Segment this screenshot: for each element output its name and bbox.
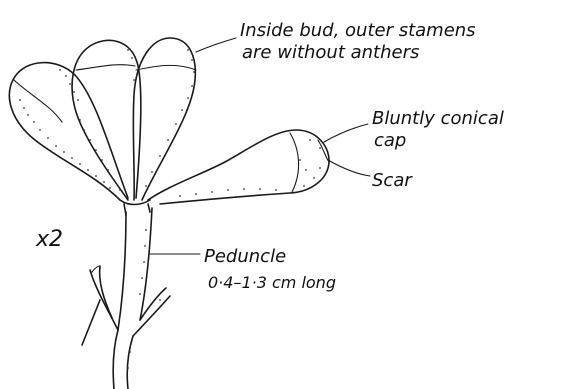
label-cap-line-1: Bluntly conical <box>372 108 504 129</box>
bud-left <box>9 63 128 200</box>
leader-line-bud <box>196 38 236 52</box>
label-peduncle-line-2: 0·4–1·3 cm long <box>208 273 336 292</box>
label-peduncle-line-1: Peduncle <box>204 246 286 267</box>
label-scar: Scar <box>372 170 413 191</box>
leader-line-cap <box>324 124 368 142</box>
leader-line-scar <box>328 160 370 176</box>
peduncle-stem <box>82 200 170 389</box>
label-peduncle: Peduncle 0·4–1·3 cm long <box>204 246 336 292</box>
label-bud-line-2: are without anthers <box>242 42 419 63</box>
label-bud: Inside bud, outer stamens are without an… <box>240 20 481 63</box>
label-cap-line-2: cap <box>374 130 406 151</box>
bud-second <box>72 40 141 200</box>
scale-label: x2 <box>35 227 63 252</box>
label-cap: Bluntly conical cap <box>372 108 510 151</box>
bud-third <box>133 38 196 200</box>
label-bud-line-1: Inside bud, outer stamens <box>240 20 476 41</box>
stipple-shading <box>19 49 321 197</box>
bud-right <box>148 130 329 204</box>
